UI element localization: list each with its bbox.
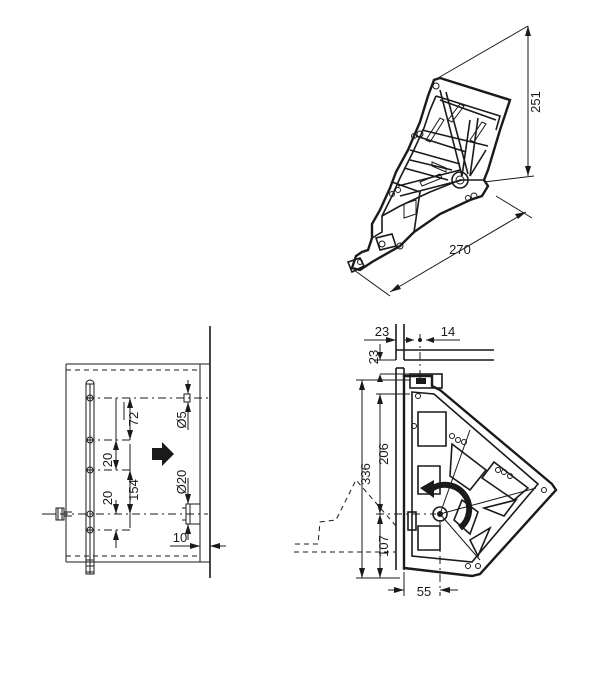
isometric-frame — [350, 76, 512, 272]
label-20-upper: 20 — [100, 453, 115, 467]
dimension-dia5: Ø5 — [174, 380, 191, 430]
front-screws — [411, 393, 547, 569]
dimension-154: 154 — [126, 470, 141, 528]
label-23-v: 23 — [366, 350, 381, 364]
isometric-holes — [357, 82, 478, 265]
label-20-lower: 20 — [100, 491, 115, 505]
front-mechanism — [402, 373, 558, 578]
front-view: 23 14 23 336 — [294, 324, 558, 599]
dimension-270: 270 — [353, 195, 533, 297]
label-14: 14 — [441, 324, 455, 339]
front-open-position — [294, 479, 397, 553]
side-fitting — [182, 393, 201, 525]
label-154: 154 — [126, 479, 141, 501]
side-view: 72 20 154 20 — [42, 326, 226, 578]
cabinet-outline — [65, 326, 211, 578]
dimension-336: 336 — [356, 379, 410, 579]
label-206: 206 — [376, 443, 391, 465]
dimension-23-h: 23 — [364, 324, 396, 343]
side-rail — [85, 379, 95, 575]
dimension-10: 10 — [170, 528, 226, 554]
dimension-20-upper: 20 — [100, 440, 131, 470]
screw-icon — [48, 507, 72, 521]
isometric-foot — [346, 233, 398, 274]
dimension-14: 14 — [404, 324, 460, 380]
dimension-20-lower: 20 — [100, 491, 119, 548]
dimension-206: 206 — [376, 393, 436, 515]
isometric-bracing — [391, 89, 497, 233]
isometric-view: 251 270 — [346, 25, 543, 297]
side-centre-lines — [42, 397, 208, 531]
dimension-251: 251 — [437, 25, 543, 183]
label-270: 270 — [449, 242, 471, 257]
label-10: 10 — [173, 530, 187, 545]
label-dia20: Ø20 — [174, 470, 189, 495]
dimension-dia20: Ø20 — [174, 470, 191, 540]
isometric-slots — [403, 103, 487, 219]
label-72: 72 — [126, 412, 141, 426]
label-55: 55 — [417, 584, 431, 599]
label-336: 336 — [358, 463, 373, 485]
dimension-107: 107 — [376, 514, 391, 578]
label-23-h: 23 — [375, 324, 389, 339]
label-251: 251 — [528, 91, 543, 113]
label-dia5: Ø5 — [174, 411, 189, 428]
dimension-55: 55 — [388, 520, 458, 599]
front-cabinet — [395, 324, 494, 570]
isometric-hub — [451, 171, 469, 189]
right-arrow-icon — [152, 442, 174, 466]
dimension-72: 72 — [115, 398, 141, 440]
label-107: 107 — [376, 535, 391, 557]
curved-arrow-icon — [420, 480, 473, 531]
